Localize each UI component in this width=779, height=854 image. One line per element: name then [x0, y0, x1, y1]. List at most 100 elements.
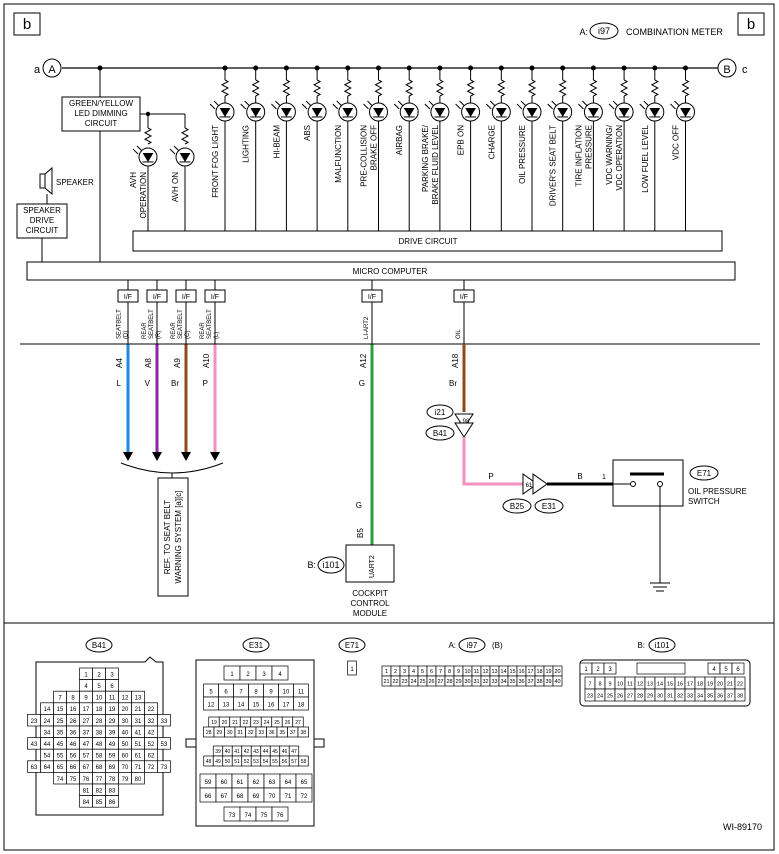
- wire-color-code: P: [203, 379, 208, 388]
- pin-number: 56: [282, 759, 288, 765]
- pin-number: 86: [109, 800, 116, 806]
- svg-text:CIRCUIT: CIRCUIT: [85, 119, 118, 128]
- pin-number: 8: [448, 669, 451, 675]
- svg-text:A:: A:: [448, 641, 456, 650]
- bus-left-label: a: [34, 64, 41, 76]
- pin-number: 34: [44, 730, 51, 736]
- pin-number: 25: [607, 694, 613, 700]
- pin-number: 81: [83, 788, 90, 794]
- svg-text:WARNING SYSTEM [a][c]: WARNING SYSTEM [a][c]: [174, 490, 183, 583]
- cockpit-name-1: COCKPIT: [352, 589, 388, 598]
- wire-signal-label: SEATBELT: [207, 309, 213, 339]
- pin-number: 49: [109, 742, 116, 748]
- pin-number: 10: [464, 669, 470, 675]
- indicator-label: PRESSURE: [584, 125, 593, 169]
- pin-number: 57: [291, 759, 297, 765]
- pin-number: 69: [253, 794, 260, 800]
- svg-text:CIRCUIT: CIRCUIT: [26, 226, 59, 235]
- pin-number: 20: [554, 669, 560, 675]
- pin-number: 67: [83, 765, 90, 771]
- svg-text:b: b: [747, 16, 755, 33]
- indicator-lamp: LIGHTING: [240, 65, 266, 231]
- pin-number: 2: [246, 672, 250, 678]
- pin-number: 47: [83, 742, 90, 748]
- pin-number: 22: [148, 707, 155, 713]
- pin-number: 58: [301, 759, 307, 765]
- pin-number: 23: [587, 694, 593, 700]
- pin-number: 40: [122, 730, 129, 736]
- pin-number: 12: [637, 682, 643, 688]
- connector-title: B41: [92, 641, 107, 650]
- pin-number: 17: [687, 682, 693, 688]
- pin-number: 68: [237, 794, 244, 800]
- interface-label: I/F: [153, 294, 161, 301]
- pin-number: 4: [84, 684, 88, 690]
- pin-number: 37: [83, 730, 90, 736]
- pin-number: 63: [31, 765, 38, 771]
- corner-tag-left: b: [13, 12, 41, 36]
- svg-text:(B): (B): [492, 641, 503, 650]
- pin-number: 33: [258, 730, 264, 736]
- wire-color-code: Br: [449, 379, 457, 388]
- svg-text:REF. TO SEAT BELT: REF. TO SEAT BELT: [163, 500, 172, 575]
- pin-number: 41: [135, 730, 142, 736]
- pin-number: 48: [206, 759, 212, 765]
- wire-pin-label: A18: [451, 353, 460, 368]
- interface-label: I/F: [460, 294, 468, 301]
- pin-number: 15: [253, 702, 260, 708]
- indicator-label: ABS: [303, 125, 312, 141]
- pin-number: 8: [254, 689, 258, 695]
- svg-text:b: b: [23, 16, 31, 33]
- pin-number: 5: [209, 689, 213, 695]
- pin-number: 46: [282, 749, 288, 755]
- pin-number: 36: [717, 694, 723, 700]
- pin-number: 22: [737, 682, 743, 688]
- speaker-drive-circuit-box: SPEAKER DRIVE CIRCUIT: [16, 203, 68, 239]
- switch-conn: E71: [697, 469, 712, 478]
- svg-text:UART2: UART2: [369, 555, 376, 578]
- pin-number: 18: [298, 702, 305, 708]
- pin-number: 2: [97, 672, 101, 678]
- pin-number: 11: [474, 669, 480, 675]
- pin-number: 53: [253, 759, 259, 765]
- cockpit-prefix: B:: [307, 560, 316, 570]
- indicator-label: CHARGE: [487, 125, 496, 159]
- pin-number: 32: [148, 719, 155, 725]
- pin-number: 7: [239, 689, 243, 695]
- pin-number: 12: [482, 669, 488, 675]
- pin-number: 1: [84, 672, 88, 678]
- pin-number: 35: [279, 730, 285, 736]
- pin-number: 21: [727, 682, 733, 688]
- cockpit-connector-badge: [317, 556, 345, 574]
- indicator-lamp: PARKING BRAKE/BRAKE FLUID LEVEL: [421, 65, 450, 231]
- drive-circuit-box: DRIVE CIRCUIT: [132, 230, 723, 252]
- pin-number: 52: [244, 759, 250, 765]
- pin-number: 43: [253, 749, 259, 755]
- connector-ref-prefix: A:: [579, 27, 588, 37]
- pin-number: 77: [96, 777, 103, 783]
- pin-number: 37: [290, 730, 296, 736]
- pin-61: 61: [526, 483, 533, 489]
- pin-number: 17: [283, 702, 290, 708]
- pin-number: 36: [70, 730, 77, 736]
- pin-number: 34: [697, 694, 703, 700]
- pin-number: 27: [83, 719, 90, 725]
- page-frame: [3, 3, 775, 851]
- pin-number: 11: [298, 689, 305, 695]
- pin-number: 14: [657, 682, 663, 688]
- pin-number: 73: [161, 765, 168, 771]
- pin-number: 7: [439, 669, 442, 675]
- interface-label: I/F: [182, 294, 190, 301]
- pin-number: 33: [687, 694, 693, 700]
- connector-title: E31: [249, 641, 264, 650]
- pin-number: 23: [401, 679, 407, 685]
- pin-number: 38: [300, 730, 306, 736]
